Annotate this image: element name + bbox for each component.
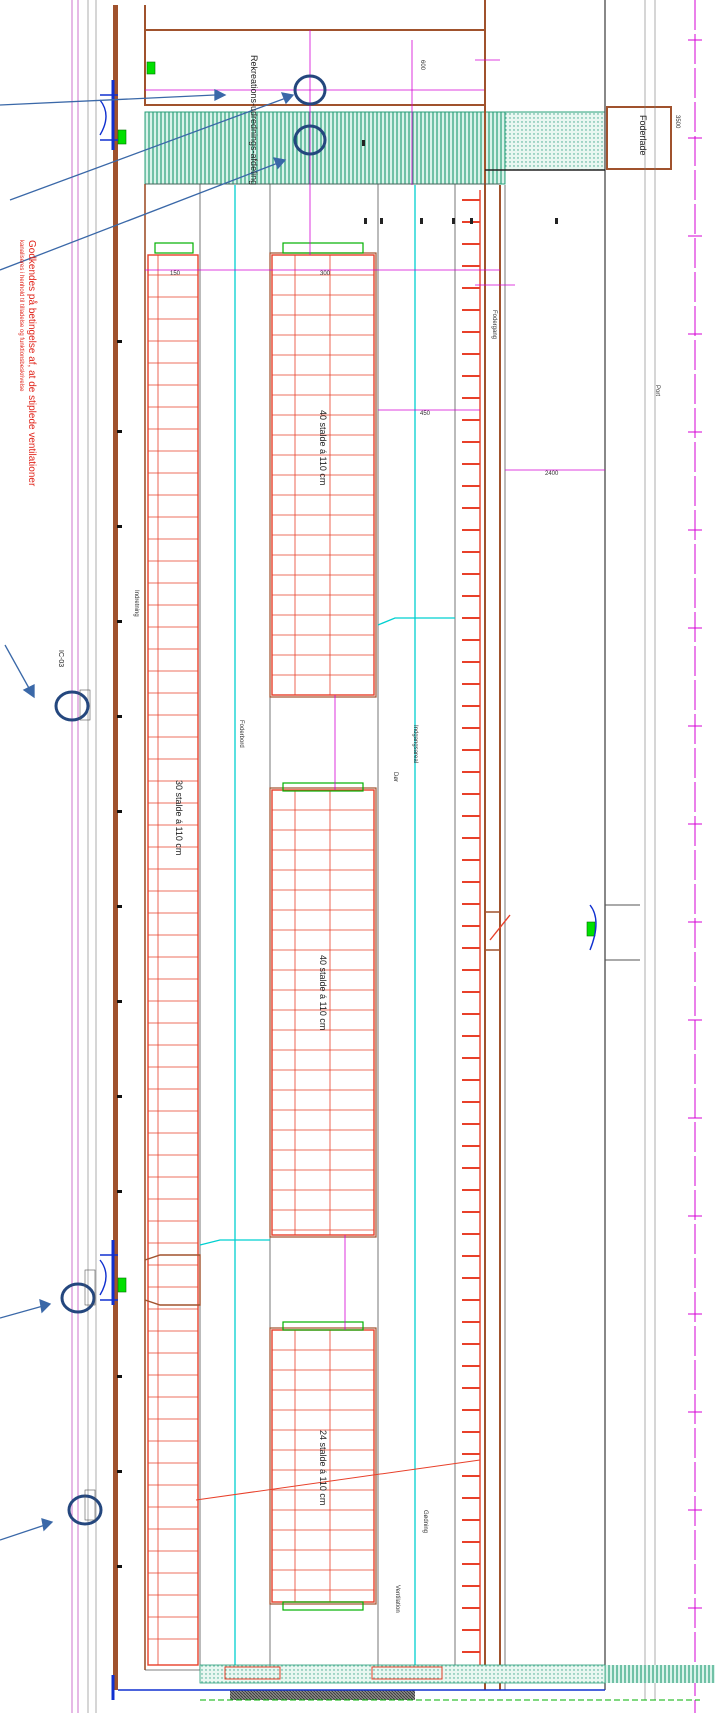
right-pen-ticks xyxy=(462,199,480,1653)
left-dim-stack xyxy=(79,689,96,1521)
label-door-2: Port xyxy=(654,385,660,397)
label-pens-lower: 24 stalde á 110 cm xyxy=(318,1430,328,1506)
top-room xyxy=(144,5,486,106)
dim-label-row: 600 xyxy=(419,60,425,71)
label-aisle-left: Foderbord xyxy=(238,720,244,748)
dimension-lines xyxy=(145,30,605,1330)
dim-label-aisle: 450 xyxy=(420,411,431,417)
dim-label-span: 2400 xyxy=(545,471,559,477)
label-room-top: Rekreations-udrednings-afdeling xyxy=(249,55,259,186)
label-box-right: Foderlade xyxy=(638,115,648,156)
red-approval-note: Godkendes på betingelse af, at de stiple… xyxy=(26,240,37,487)
right-box xyxy=(606,106,672,170)
red-guide-line xyxy=(195,1459,481,1501)
label-pens-outer: 30 stalde á 110 cm xyxy=(174,780,184,856)
annotation-arrows xyxy=(0,88,295,1541)
label-pens-upper: 40 stalde á 110 cm xyxy=(318,410,328,486)
dim-label-top-mid: 300 xyxy=(320,271,331,277)
wall-openings xyxy=(144,169,605,1306)
dim-label-top-small: 150 xyxy=(170,271,181,277)
label-pens-middle: 40 stalde á 110 cm xyxy=(318,955,328,1031)
right-dimension-ticks xyxy=(688,39,702,1609)
red-approval-note-sub: kanaliseres i henhold til tilladelse og … xyxy=(18,240,24,392)
doors xyxy=(99,94,597,1301)
pen-divisions-outer xyxy=(148,274,198,1640)
label-right-corridor: Fodergang xyxy=(491,310,497,340)
pen-gates xyxy=(154,242,364,1611)
bottom-strip xyxy=(118,1664,715,1701)
label-vent: Ventilation xyxy=(394,1585,400,1613)
label-aisle-right: Indgangsareal xyxy=(412,725,418,764)
left-gridlines xyxy=(71,0,97,1713)
pen-row-outer xyxy=(147,254,199,1666)
aisle-markers xyxy=(362,140,558,224)
label-scale: IC-03 xyxy=(57,650,64,668)
hatched-floor-band xyxy=(144,111,506,185)
label-bottom: Gødning xyxy=(422,1510,428,1534)
outer-wall-left xyxy=(111,5,118,1700)
pen-divisions-middle xyxy=(272,274,374,1591)
label-section: Indretning xyxy=(133,590,139,617)
label-door-1: Dør xyxy=(392,772,398,782)
dotted-floor-band xyxy=(504,111,606,171)
ventilation-lines xyxy=(199,185,455,1665)
right-walls xyxy=(484,0,696,1713)
wall-ticks xyxy=(117,340,122,1568)
dim-label-right: 3500 xyxy=(674,115,680,129)
annotation-circles xyxy=(54,74,327,1526)
